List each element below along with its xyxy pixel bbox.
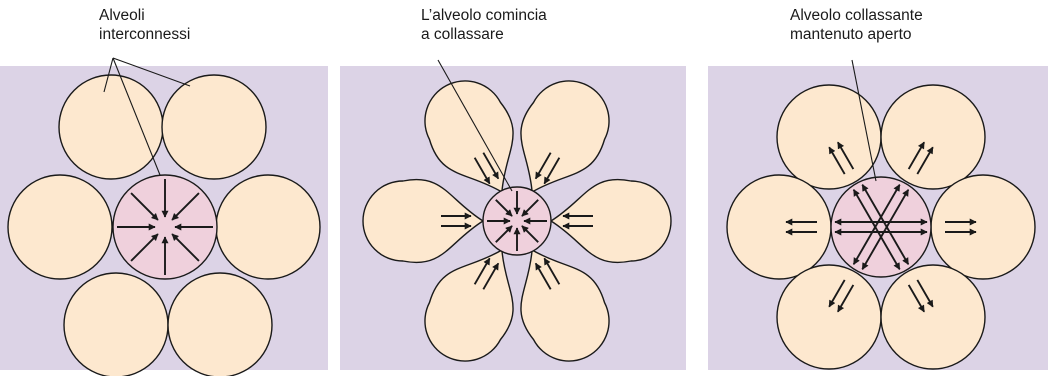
alveolus xyxy=(930,174,1036,280)
caption-line: a collassare xyxy=(421,26,504,43)
pressure-arrow xyxy=(884,224,910,265)
pressure-arrow xyxy=(473,257,491,285)
pressure-arrow xyxy=(171,192,200,221)
pressure-arrow xyxy=(521,225,539,243)
leader-line xyxy=(112,57,161,176)
pressure-arrow xyxy=(907,141,925,170)
pressure-arrow xyxy=(130,233,159,262)
pressure-arrow xyxy=(916,146,934,175)
alveolus xyxy=(880,264,986,370)
caption-held-open: Alveolo collassante mantenuto aperto xyxy=(790,6,923,44)
alveolus xyxy=(776,84,882,190)
caption-line: Alveoli xyxy=(99,7,145,24)
pressure-arrow xyxy=(852,189,878,230)
alveolus xyxy=(215,174,321,280)
leader-line xyxy=(851,59,877,182)
alveolus xyxy=(362,178,485,264)
pressure-arrow xyxy=(482,152,500,180)
pressure-arrow xyxy=(534,262,552,290)
pressure-arrow xyxy=(171,233,200,262)
pressure-arrow xyxy=(837,141,855,170)
pressure-arrow xyxy=(495,225,513,243)
pressure-arrow xyxy=(828,279,846,308)
pressure-arrow xyxy=(130,192,159,221)
panel-collapsing xyxy=(340,59,686,370)
caption-line: interconnessi xyxy=(99,26,191,43)
caption-interconnected: Alveoli interconnessi xyxy=(99,6,190,44)
pressure-arrow xyxy=(473,157,491,185)
central-alveolus xyxy=(830,176,932,278)
pressure-arrow xyxy=(884,189,910,230)
pressure-arrow xyxy=(837,284,855,313)
alveolus xyxy=(167,272,273,376)
caption-line: L’alveolo comincia xyxy=(421,7,547,24)
panel-interconnected xyxy=(0,57,328,376)
alveolus xyxy=(63,272,169,376)
leader-line xyxy=(112,57,191,87)
caption-line: mantenuto aperto xyxy=(790,26,912,43)
alveolus xyxy=(549,178,672,264)
alveolus xyxy=(726,174,832,280)
caption-line: Alveolo collassante xyxy=(790,7,923,24)
pressure-arrow xyxy=(482,262,500,290)
pressure-arrow xyxy=(875,184,901,225)
caption-collapsing: L’alveolo comincia a collassare xyxy=(421,6,547,44)
alveolus xyxy=(776,264,882,370)
pressure-arrow xyxy=(534,152,552,180)
pressure-arrow xyxy=(543,257,561,285)
pressure-arrow xyxy=(907,284,925,313)
leader-line xyxy=(103,57,114,93)
pressure-arrow xyxy=(916,279,934,308)
alveolus xyxy=(161,74,267,180)
alveolus xyxy=(7,174,113,280)
pressure-arrow xyxy=(828,146,846,175)
pressure-arrow xyxy=(521,199,539,217)
alveolus xyxy=(880,84,986,190)
alveolus xyxy=(58,74,164,180)
pressure-arrow xyxy=(861,229,887,270)
leader-line xyxy=(437,59,513,192)
pressure-arrow xyxy=(495,199,513,217)
panel-held-open xyxy=(708,59,1048,370)
pressure-arrow xyxy=(543,157,561,185)
